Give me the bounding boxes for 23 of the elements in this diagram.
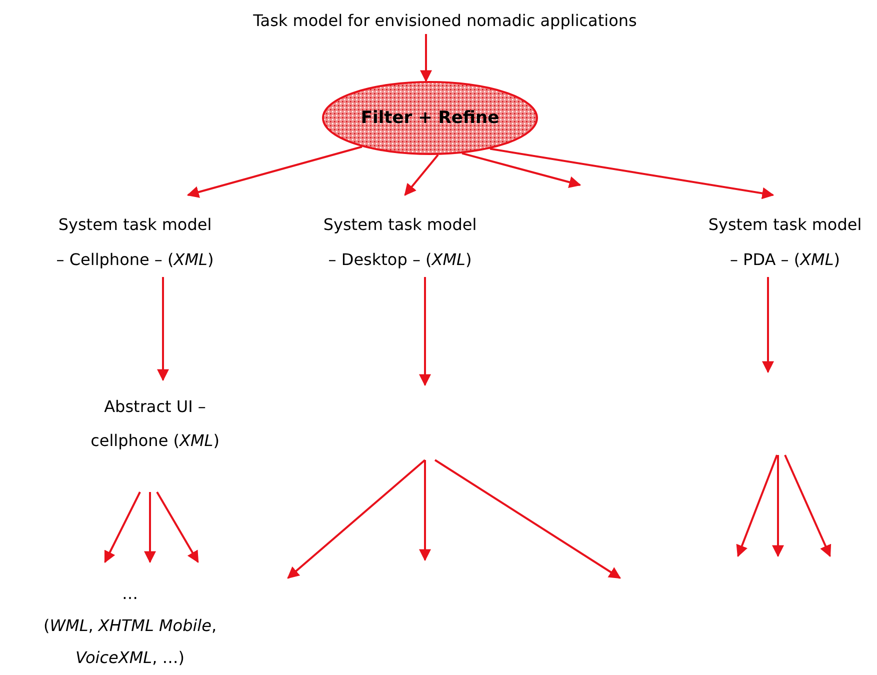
node-label: – Desktop – (XML)	[327, 249, 473, 271]
arrow	[157, 277, 169, 382]
process-ellipse	[322, 81, 538, 155]
arrow	[490, 148, 774, 200]
arrow	[762, 277, 774, 374]
node-label: System task model	[57, 214, 213, 236]
arrow	[420, 34, 432, 82]
arrow	[404, 154, 439, 196]
node-label: System task model	[322, 214, 478, 236]
node-label: …	[121, 583, 139, 605]
arrow	[462, 152, 582, 188]
ellipse-label: Filter + Refine	[360, 107, 500, 130]
arrow	[419, 277, 431, 386]
node-label: – Cellphone – (XML)	[55, 249, 215, 271]
arrow	[144, 492, 156, 564]
arrow	[156, 492, 199, 564]
node-label: – PDA – (XML)	[728, 249, 842, 271]
node-label: Task model for envisioned nomadic applications	[252, 10, 638, 32]
node-label: (WML, XHTML Mobile, VoiceXML, …)	[42, 615, 218, 669]
node-label: Abstract UI – cellphone (XML)	[90, 396, 220, 452]
arrow	[104, 492, 141, 564]
node-label: System task model	[707, 214, 863, 236]
arrow	[186, 146, 362, 198]
